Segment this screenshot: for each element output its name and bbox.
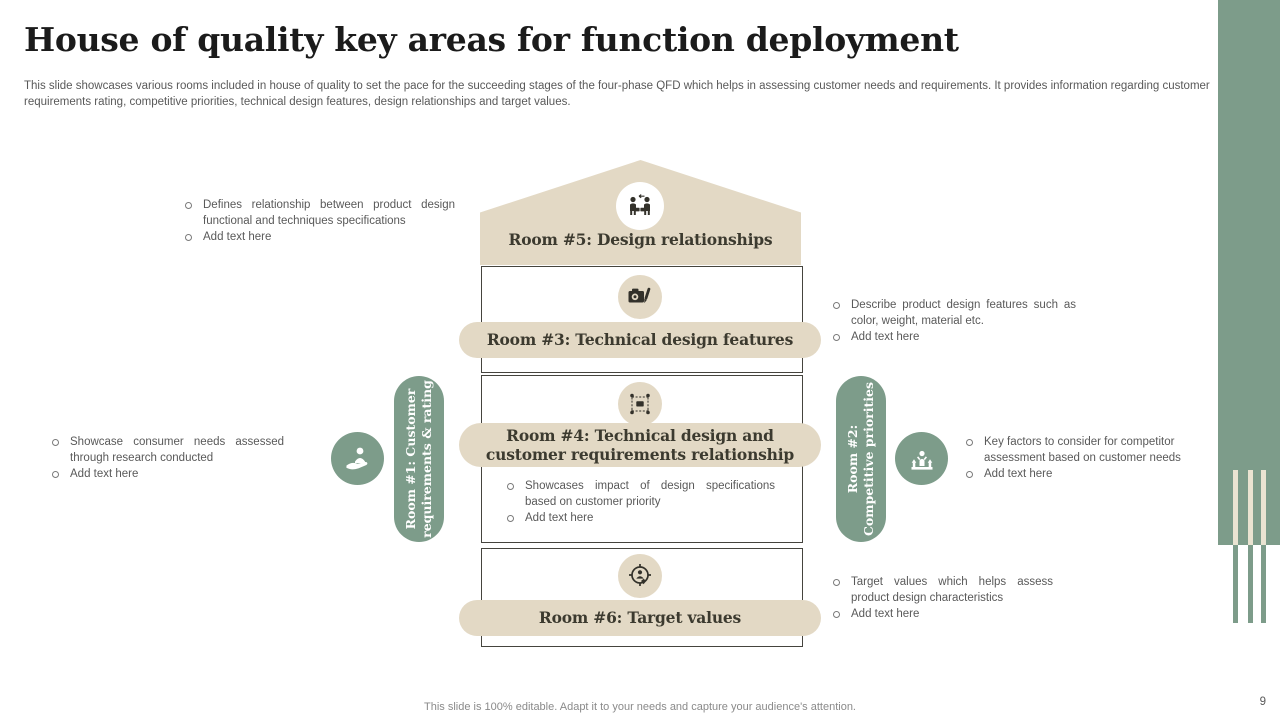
- frame-selection-icon: [627, 392, 653, 416]
- room2-notes: Key factors to consider for competitor a…: [966, 434, 1201, 482]
- bullet-marker: [507, 515, 514, 522]
- bullet-marker: [833, 334, 840, 341]
- accent-stripe: [1261, 470, 1266, 545]
- winner-podium-icon: [908, 446, 936, 472]
- room4-title-band: Room #4: Technical design and customer r…: [459, 423, 821, 467]
- bullet-text: Add text here: [851, 608, 920, 620]
- room1-label: Room #1: Customer requirements & rating: [403, 376, 436, 542]
- bullet-text: Showcase consumer needs assessed through…: [70, 436, 284, 464]
- bullet-marker: [185, 234, 192, 241]
- room5-icon-circle: [616, 182, 664, 230]
- room1-notes: Showcase consumer needs assessed through…: [52, 434, 284, 482]
- room2-icon-circle: [895, 432, 948, 485]
- bullet-text: Defines relationship between product des…: [203, 199, 455, 227]
- room1-pill: Room #1: Customer requirements & rating: [394, 376, 444, 542]
- bullet-text: Add text here: [851, 331, 920, 343]
- accent-stripe: [1233, 470, 1238, 545]
- list-item: Showcase consumer needs assessed through…: [52, 434, 284, 466]
- room2-label-line2: Competitive priorities: [861, 381, 876, 537]
- room4-notes: Showcases impact of design specification…: [507, 478, 775, 526]
- bullet-marker: [833, 302, 840, 309]
- room2-label: Room #2: Competitive priorities: [845, 376, 878, 542]
- room3-notes: Describe product design features such as…: [833, 297, 1076, 345]
- right-accent-bar: [1218, 0, 1280, 545]
- room1-icon-circle: [331, 432, 384, 485]
- bullet-text: Add text here: [525, 512, 594, 524]
- room3-icon-circle: [618, 275, 662, 319]
- room6-title-band: Room #6: Target values: [459, 600, 821, 636]
- room1-label-line2: requirements & rating: [419, 380, 434, 538]
- bullet-marker: [833, 611, 840, 618]
- list-item: Add text here: [507, 510, 775, 526]
- room4-icon-circle: [618, 382, 662, 426]
- page-number: 9: [1259, 696, 1266, 708]
- list-item: Add text here: [833, 329, 1076, 345]
- room3-title-band: Room #3: Technical design features: [459, 322, 821, 358]
- design-features-icon: [627, 286, 653, 308]
- list-item: Key factors to consider for competitor a…: [966, 434, 1201, 466]
- two-people-arrow-icon: [625, 193, 655, 219]
- list-item: Showcases impact of design specification…: [507, 478, 775, 510]
- room6-icon-circle: [618, 554, 662, 598]
- hand-holding-person-icon: [342, 444, 374, 474]
- room3-label: Room #3: Technical design features: [486, 330, 794, 350]
- bullet-text: Add text here: [203, 231, 272, 243]
- room6-label: Room #6: Target values: [538, 608, 742, 628]
- bullet-marker: [966, 471, 973, 478]
- bullet-marker: [966, 439, 973, 446]
- list-item: Add text here: [52, 466, 284, 482]
- accent-stripe: [1248, 470, 1253, 545]
- bullet-text: Add text here: [984, 468, 1053, 480]
- bullet-marker: [52, 439, 59, 446]
- bullet-marker: [185, 202, 192, 209]
- room4-label-line1: Room #4: Technical design and: [506, 425, 774, 445]
- accent-stripe: [1248, 545, 1253, 623]
- accent-stripe: [1261, 545, 1266, 623]
- bullet-text: Add text here: [70, 468, 139, 480]
- bullet-text: Key factors to consider for competitor a…: [984, 436, 1181, 464]
- accent-stripe: [1233, 545, 1238, 623]
- room6-notes: Target values which helps assess product…: [833, 574, 1053, 622]
- list-item: Add text here: [966, 466, 1201, 482]
- bullet-text: Target values which helps assess product…: [851, 576, 1053, 604]
- list-item: Add text here: [185, 229, 455, 245]
- room5-label: Room #5: Design relationships: [508, 230, 773, 249]
- page-title: House of quality key areas for function …: [24, 20, 959, 59]
- bullet-marker: [833, 579, 840, 586]
- list-item: Describe product design features such as…: [833, 297, 1076, 329]
- target-person-icon: [626, 563, 654, 589]
- room5-notes: Defines relationship between product des…: [185, 197, 455, 245]
- bullet-marker: [52, 471, 59, 478]
- list-item: Defines relationship between product des…: [185, 197, 455, 229]
- footer-note: This slide is 100% editable. Adapt it to…: [424, 701, 856, 713]
- slide-description: This slide showcases various rooms inclu…: [24, 80, 1210, 109]
- room1-label-line1: Room #1: Customer: [402, 388, 418, 530]
- list-item: Add text here: [833, 606, 1053, 622]
- bullet-marker: [507, 483, 514, 490]
- bullet-text: Describe product design features such as…: [851, 299, 1076, 327]
- list-item: Target values which helps assess product…: [833, 574, 1053, 606]
- room4-label-line2: customer requirements relationship: [485, 445, 795, 464]
- bullet-text: Showcases impact of design specification…: [525, 480, 775, 508]
- room2-label-line1: Room #2:: [844, 424, 860, 494]
- room2-pill: Room #2: Competitive priorities: [836, 376, 886, 542]
